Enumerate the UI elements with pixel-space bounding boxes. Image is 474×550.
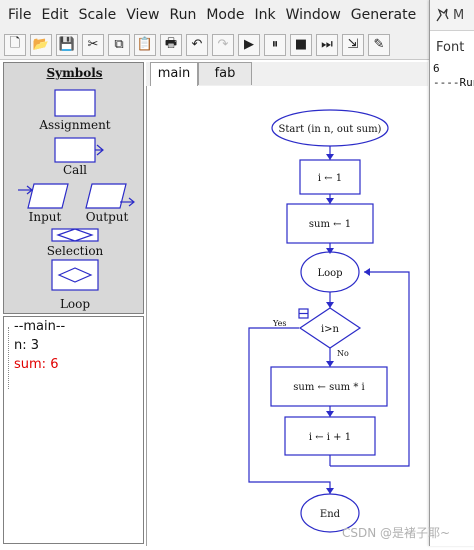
run-icon[interactable]: ▶ xyxy=(238,33,260,56)
arrowhead xyxy=(364,268,370,276)
pen-icon[interactable]: ✎ xyxy=(368,33,390,56)
menu-edit[interactable]: Edit xyxy=(41,7,69,23)
new-icon[interactable]: 🗋 xyxy=(4,33,26,56)
copy-icon[interactable]: ⧉ xyxy=(108,33,130,56)
output-symbol[interactable] xyxy=(85,183,135,209)
variable-sum: sum: 6 xyxy=(14,357,59,372)
paste-icon[interactable]: 📋 xyxy=(134,33,156,56)
menu-generate[interactable]: Generate xyxy=(350,7,417,23)
increment-box[interactable] xyxy=(284,416,376,456)
loop-symbol[interactable] xyxy=(51,259,99,291)
assignment-label: Assignment xyxy=(39,118,111,132)
assign-sum-label: sum ← 1 xyxy=(309,219,351,230)
console-font-menu[interactable]: Font xyxy=(436,40,465,55)
menu-scale[interactable]: Scale xyxy=(78,7,117,23)
menu-file[interactable]: File xyxy=(8,7,32,23)
multiply-box[interactable] xyxy=(270,366,388,407)
assign-i-label: i ← 1 xyxy=(318,173,342,184)
selection-label: Selection xyxy=(46,244,104,258)
assignment-symbol[interactable] xyxy=(54,89,96,117)
variable-n: n: 3 xyxy=(14,338,40,353)
console-title: M xyxy=(453,8,465,23)
increment-label: i ← i + 1 xyxy=(309,432,351,443)
console-output-line: ----Run xyxy=(433,76,474,89)
tree-guide xyxy=(8,327,15,389)
variables-panel: --main-- n: 3 sum: 6 xyxy=(3,316,144,544)
menu-view[interactable]: View xyxy=(126,7,160,23)
stop-icon[interactable]: ■ xyxy=(290,33,312,56)
step-icon[interactable]: ⏭ xyxy=(316,33,338,56)
input-symbol[interactable] xyxy=(18,183,69,209)
loop-label: Loop xyxy=(317,268,342,279)
yes-label: Yes xyxy=(272,319,286,328)
input-label: Input xyxy=(28,210,62,224)
menu-bar: File Edit Scale View Run Mode Ink Window… xyxy=(0,0,430,30)
condition-label: i>n xyxy=(321,324,340,335)
save-icon[interactable]: 💾 xyxy=(56,33,78,56)
arrowhead xyxy=(326,198,334,204)
assign-i-box[interactable] xyxy=(299,159,361,195)
console-window: M Font 6 ----Run xyxy=(429,0,474,546)
cut-icon[interactable]: ✂ xyxy=(82,33,104,56)
arrowhead xyxy=(326,154,334,160)
flowchart: Start (in n, out sum) i ← 1 sum ← 1 Loop… xyxy=(248,109,410,533)
variables-scope-header: --main-- xyxy=(14,319,66,334)
yes-exit-line xyxy=(248,327,331,494)
watermark: CSDN @是褚子耶~ xyxy=(342,526,451,540)
console-output-line: 6 xyxy=(433,62,440,75)
pause-icon[interactable]: ⏸ xyxy=(264,33,286,56)
call-symbol[interactable] xyxy=(54,137,104,163)
start-label: Start (in n, out sum) xyxy=(279,124,382,135)
menu-window[interactable]: Window xyxy=(285,7,341,23)
symbols-shapes xyxy=(18,89,135,291)
undo-icon[interactable]: ↶ xyxy=(186,33,208,56)
selection-symbol[interactable] xyxy=(51,228,99,242)
tab-main[interactable]: main xyxy=(150,62,198,87)
step-into-icon[interactable]: ⇲ xyxy=(342,33,364,56)
loop-back-line xyxy=(330,271,410,467)
raptor-icon xyxy=(436,8,449,22)
tab-bar: main fab xyxy=(146,62,428,87)
symbols-title: Symbols xyxy=(46,66,103,80)
loop-label: Loop xyxy=(59,297,91,311)
menu-mode[interactable]: Mode xyxy=(206,7,245,23)
print-icon[interactable]: 🖶 xyxy=(160,33,182,56)
arrowhead xyxy=(326,248,334,254)
redo-icon[interactable]: ↷ xyxy=(212,33,234,56)
start-terminal[interactable] xyxy=(271,109,389,147)
no-label: No xyxy=(337,349,349,358)
condition-diamond[interactable] xyxy=(298,307,362,349)
flowchart-canvas: Start (in n, out sum) i ← 1 sum ← 1 Loop… xyxy=(146,86,429,546)
tab-fab[interactable]: fab xyxy=(198,62,252,85)
output-label: Output xyxy=(85,210,129,224)
symbols-panel: Symbols Assignme xyxy=(3,62,144,314)
multiply-label: sum ← sum * i xyxy=(293,382,364,393)
arrowhead xyxy=(326,488,334,494)
arrowhead xyxy=(326,302,334,308)
call-label: Call xyxy=(62,163,87,177)
console-titlebar[interactable]: M xyxy=(430,0,474,31)
menu-run[interactable]: Run xyxy=(169,7,197,23)
menu-ink[interactable]: Ink xyxy=(254,7,276,23)
toolbar: 🗋 📂 💾 ✂ ⧉ 📋 🖶 ↶ ↷ ▶ ⏸ ■ ⏭ ⇲ ✎ xyxy=(0,30,430,60)
open-icon[interactable]: 📂 xyxy=(30,33,52,56)
arrowhead xyxy=(326,411,334,417)
arrowhead xyxy=(326,361,334,367)
end-label: End xyxy=(320,509,341,520)
assign-sum-box[interactable] xyxy=(286,203,374,244)
